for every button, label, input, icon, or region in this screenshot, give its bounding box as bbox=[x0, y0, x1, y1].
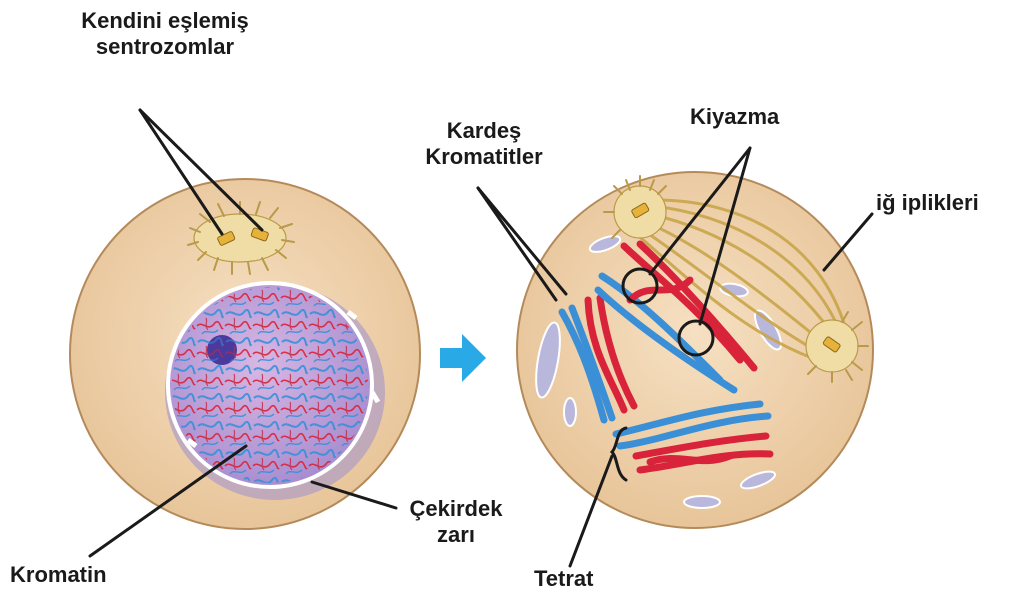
label-sister-chromatids: Kardeş Kromatitler bbox=[394, 118, 574, 170]
chromatin-network bbox=[172, 287, 368, 483]
nucleus bbox=[165, 283, 385, 500]
label-chromatin-text: Kromatin bbox=[10, 562, 107, 588]
progression-arrow bbox=[440, 334, 486, 382]
label-sister-chromatids-line2: Kromatitler bbox=[394, 144, 574, 170]
label-nuclear-envelope-line2: zarı bbox=[396, 522, 516, 548]
label-centrosomes: Kendini eşlemiş sentrozomlar bbox=[40, 8, 290, 60]
label-chiasma-text: Kiyazma bbox=[690, 104, 779, 130]
label-sister-chromatids-line1: Kardeş bbox=[394, 118, 574, 144]
leader-chromatid-1 bbox=[478, 188, 556, 300]
label-tetrad: Tetrat bbox=[534, 566, 594, 592]
label-centrosomes-line1: Kendini eşlemiş bbox=[40, 8, 290, 34]
label-spindle-fibers: iğ iplikleri bbox=[876, 190, 979, 216]
label-chromatin: Kromatin bbox=[10, 562, 107, 588]
label-centrosomes-line2: sentrozomlar bbox=[40, 34, 290, 60]
label-tetrad-text: Tetrat bbox=[534, 566, 594, 592]
left-cell bbox=[70, 179, 420, 529]
label-spindle-fibers-text: iğ iplikleri bbox=[876, 190, 979, 216]
label-nuclear-envelope: Çekirdek zarı bbox=[396, 496, 516, 548]
label-nuclear-envelope-line1: Çekirdek bbox=[396, 496, 516, 522]
label-chiasma: Kiyazma bbox=[690, 104, 779, 130]
leader-chromatid-2 bbox=[478, 188, 566, 294]
right-cell bbox=[517, 172, 873, 528]
